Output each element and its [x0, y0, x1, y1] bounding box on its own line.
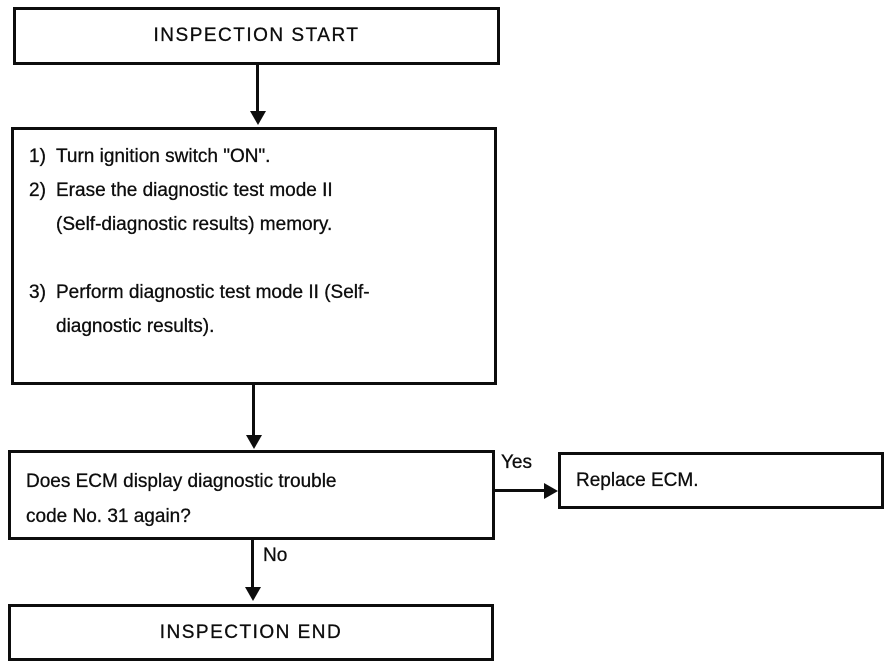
arrow-down-icon: [245, 587, 261, 601]
node-decision-trouble-code: Does ECM display diagnostic trouble code…: [8, 450, 495, 540]
arrow-right-icon: [544, 483, 558, 499]
connector-decision-replace: [495, 489, 546, 492]
step-line: Turn ignition switch "ON".: [56, 146, 271, 167]
node-inspection-end: INSPECTION END: [8, 604, 494, 661]
process-step-1: 1) Turn ignition switch "ON".: [29, 140, 480, 174]
inspection-start-label: INSPECTION START: [153, 25, 360, 46]
step-line: Erase the diagnostic test mode II: [56, 180, 333, 201]
node-process-steps: 1) Turn ignition switch "ON". 2) Erase t…: [11, 127, 497, 385]
step-number: 3): [29, 282, 46, 303]
step-line: (Self-diagnostic results) memory.: [56, 214, 333, 235]
branch-label-no: No: [263, 545, 288, 567]
branch-label-yes: Yes: [501, 452, 532, 474]
process-step-2: 2) Erase the diagnostic test mode II (Se…: [29, 174, 480, 242]
step-number: 1): [29, 146, 46, 167]
step-line: diagnostic results).: [56, 316, 215, 337]
arrow-down-icon: [246, 435, 262, 449]
step-line: Perform diagnostic test mode II (Self-: [56, 282, 370, 303]
node-replace-ecm: Replace ECM.: [558, 452, 884, 509]
connector-start-process: [256, 64, 259, 113]
arrow-down-icon: [250, 111, 266, 125]
process-step-3: 3) Perform diagnostic test mode II (Self…: [29, 276, 480, 344]
replace-ecm-label: Replace ECM.: [576, 469, 699, 491]
decision-question-line: Does ECM display diagnostic trouble: [26, 471, 337, 492]
connector-process-decision: [252, 384, 255, 437]
node-inspection-start: INSPECTION START: [13, 7, 500, 65]
inspection-end-label: INSPECTION END: [159, 621, 343, 643]
decision-question-line: code No. 31 again?: [26, 506, 191, 527]
connector-decision-end: [251, 540, 254, 589]
step-number: 2): [29, 180, 46, 201]
